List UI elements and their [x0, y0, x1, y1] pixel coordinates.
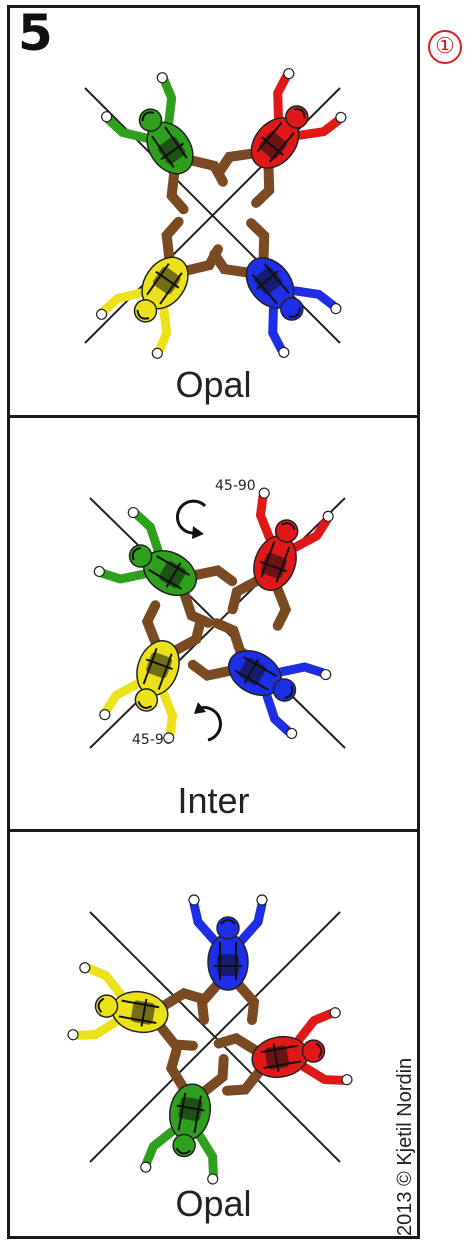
formation-diagram-1 [84, 68, 347, 359]
jumper-red [227, 487, 334, 631]
formation-label-2: Inter [177, 780, 250, 821]
rotation-arrow-bottom [194, 702, 222, 742]
formation-panel-2: 45-90 45-90 [10, 418, 417, 829]
panel-divider [7, 415, 420, 418]
jumper-yellow [99, 600, 206, 744]
jumper-green [100, 72, 228, 215]
grip-cross [89, 911, 341, 1163]
turn-label-bottom: 45-90 [132, 732, 173, 748]
formation-panel-3 [10, 832, 417, 1232]
copyright-credit: 2013 © Kjetil Nordin [394, 1057, 416, 1236]
step-badge: ① [428, 30, 462, 64]
jumper-yellow [67, 962, 207, 1051]
step-number: 5 [18, 4, 53, 62]
formation-label-3: Opal [175, 1183, 252, 1224]
jumper-green [93, 506, 238, 628]
jumper-yellow [95, 216, 223, 359]
turn-label-top: 45-90 [215, 478, 256, 494]
formation-panel-1 [10, 8, 417, 415]
jumper-red [213, 1007, 353, 1096]
jumper-blue [188, 894, 268, 1025]
rotation-arrow-top [175, 499, 207, 539]
panel-divider [7, 829, 420, 832]
formation-label-1: Opal [175, 364, 252, 405]
jumper-blue [209, 218, 342, 358]
jumper-blue [187, 618, 332, 740]
formation-diagram-2: 45-90 45-90 [89, 478, 346, 749]
jumper-red [214, 68, 347, 208]
jumper-green [140, 1045, 229, 1185]
formation-diagram-3 [67, 894, 353, 1185]
